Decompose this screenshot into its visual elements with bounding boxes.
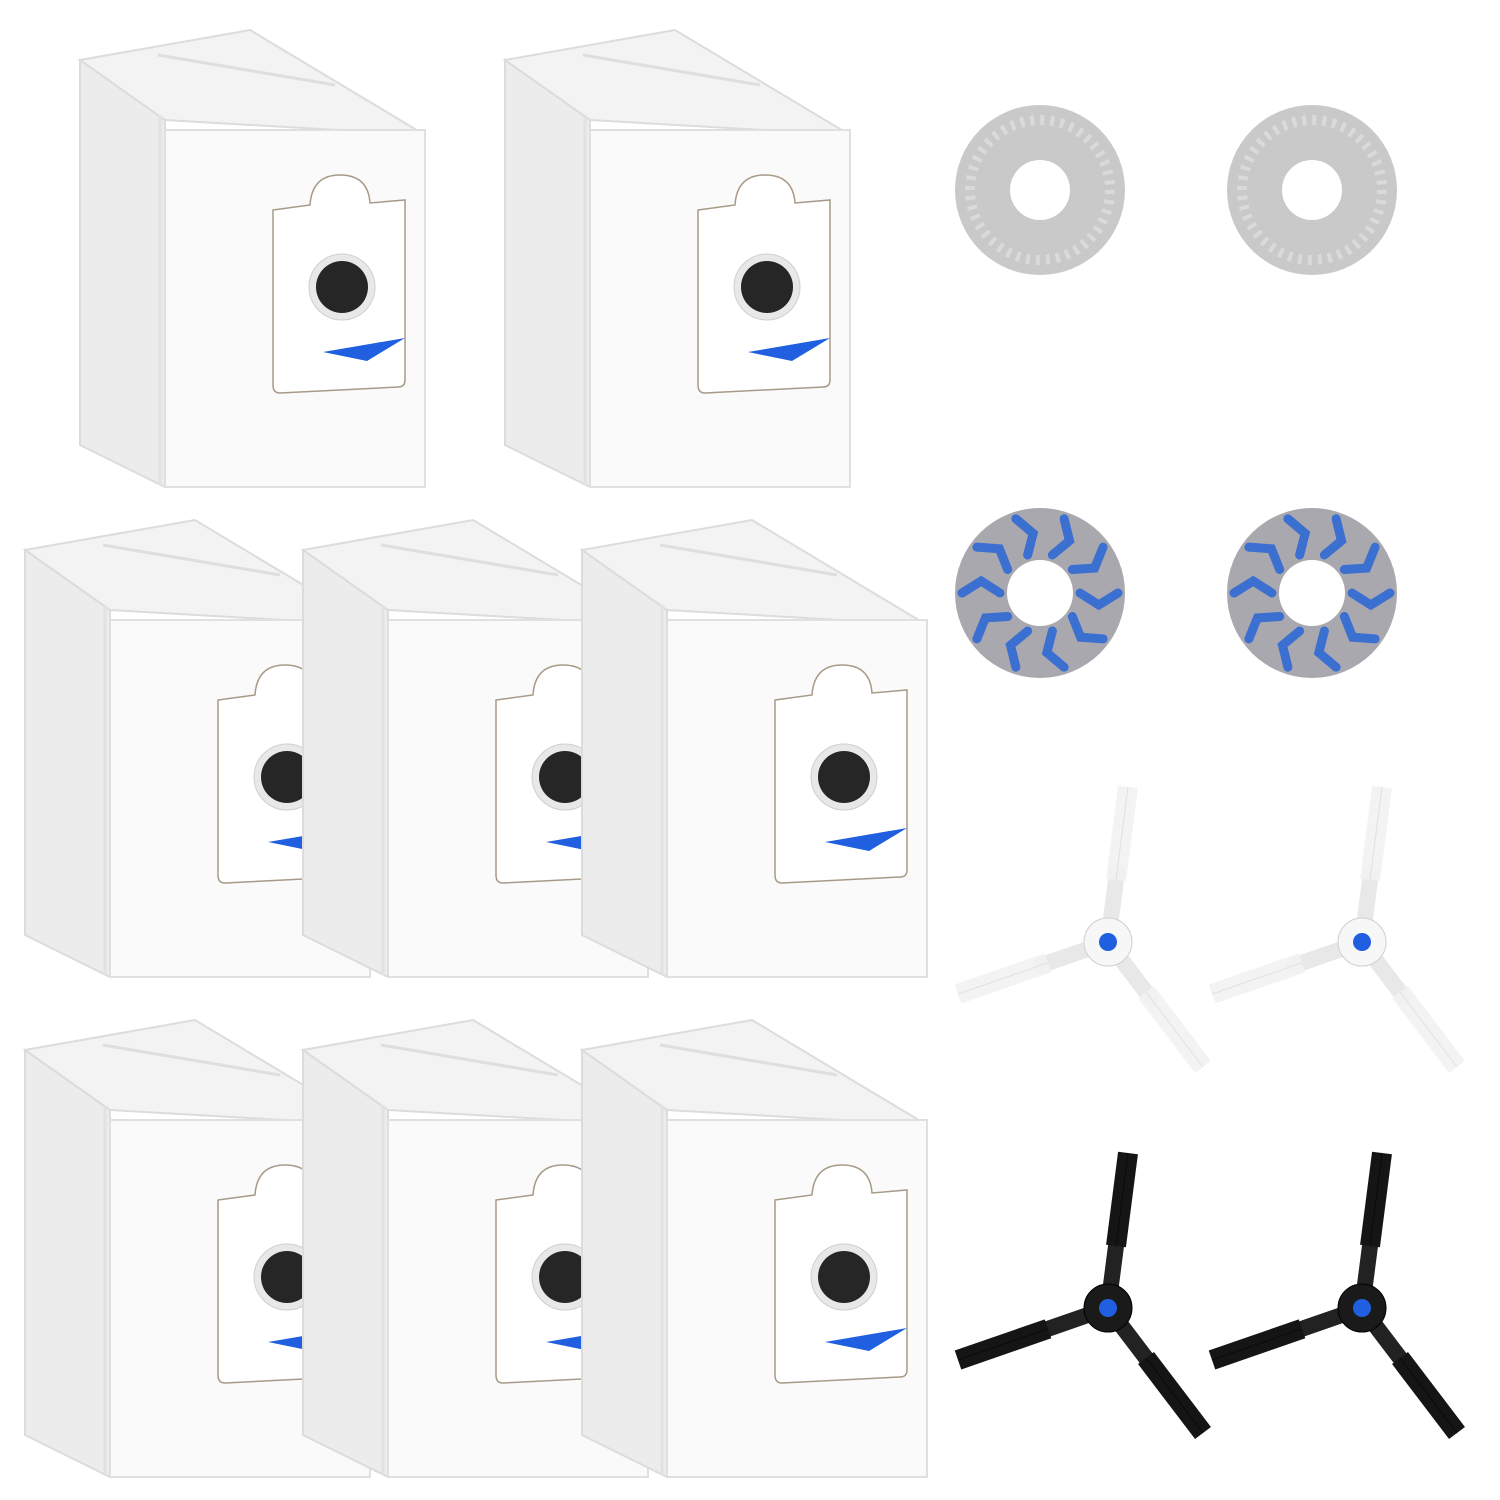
bag-side-panel: [24, 1048, 111, 1479]
mop-center-hole: [1282, 160, 1342, 220]
bag-side-panel: [504, 58, 591, 489]
filter-icon: [261, 751, 313, 803]
filter-icon: [539, 751, 591, 803]
mop-center-hole: [1010, 160, 1070, 220]
bag-side-panel: [79, 58, 166, 489]
mop-pad-blue: [1227, 508, 1397, 678]
mop-pad-blue: [955, 508, 1125, 678]
mop-center-hole: [1279, 560, 1345, 626]
bag-side-panel: [302, 548, 389, 979]
filter-icon: [818, 1251, 870, 1303]
arrow-icon: [825, 828, 907, 851]
filter-icon: [539, 1251, 591, 1303]
bag-side-panel: [581, 548, 668, 979]
arrow-icon: [323, 338, 405, 361]
bag-side-panel: [24, 548, 111, 979]
brush-hub-icon: [1099, 933, 1117, 951]
dust-bag: [300, 1018, 649, 1479]
filter-icon: [316, 261, 368, 313]
dust-bag: [579, 1018, 928, 1479]
brush-hub-icon: [1353, 933, 1371, 951]
bag-side-panel: [302, 1048, 389, 1479]
mop-pad-gray: [955, 105, 1125, 275]
brush-hub-icon: [1353, 1299, 1371, 1317]
dust-bag: [502, 28, 851, 489]
dust-bag: [579, 518, 928, 979]
mop-center-hole: [1007, 560, 1073, 626]
arrow-icon: [825, 1328, 907, 1351]
filter-icon: [261, 1251, 313, 1303]
mop-pad-gray: [1227, 105, 1397, 275]
arrow-icon: [748, 338, 830, 361]
side-brush-black: [1208, 1151, 1465, 1440]
side-brush-white: [1208, 785, 1465, 1074]
dust-bag: [77, 28, 426, 489]
side-brush-black: [954, 1151, 1211, 1440]
bag-side-panel: [581, 1048, 668, 1479]
side-brush-white: [954, 785, 1211, 1074]
brush-hub-icon: [1099, 1299, 1117, 1317]
filter-icon: [818, 751, 870, 803]
filter-icon: [741, 261, 793, 313]
